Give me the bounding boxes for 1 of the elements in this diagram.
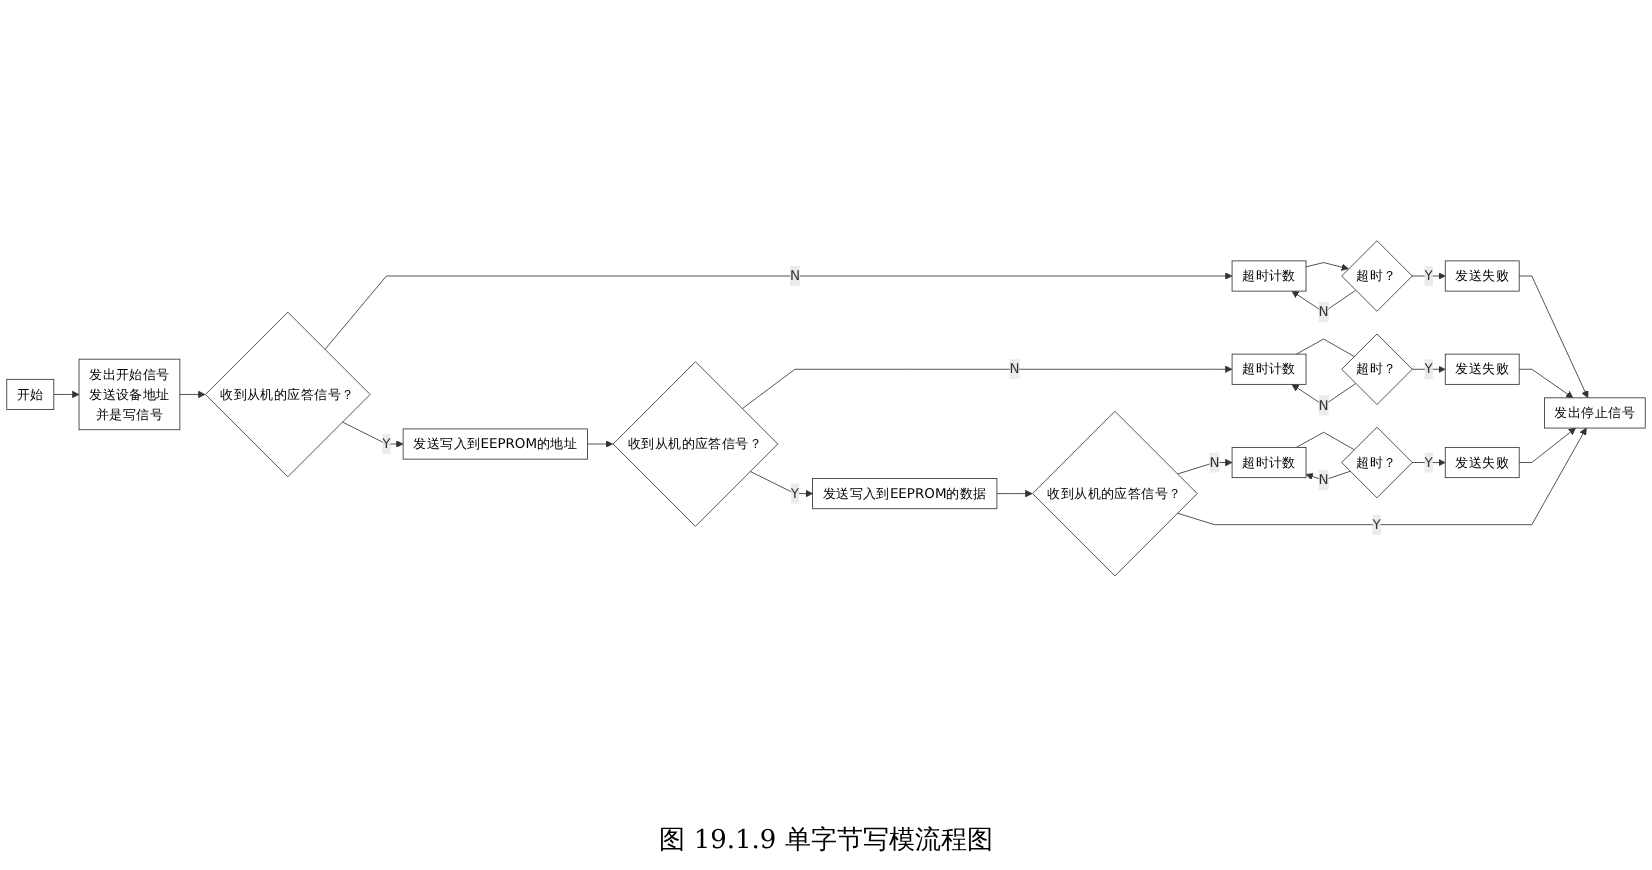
figure-caption: 图 19.1.9 单字节写模流程图 xyxy=(659,824,993,860)
